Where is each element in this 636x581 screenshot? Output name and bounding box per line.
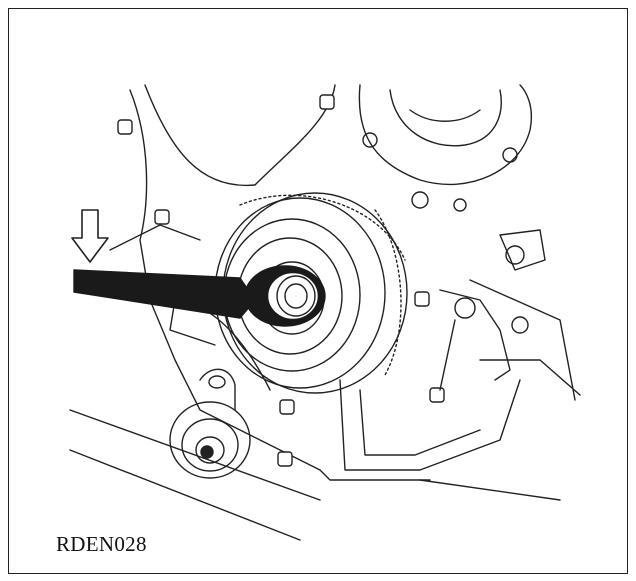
timing-cover xyxy=(109,84,336,471)
water-pump xyxy=(358,84,532,212)
down-arrow-icon xyxy=(71,209,109,263)
cover-bolts xyxy=(117,94,445,467)
oil-pan xyxy=(319,279,581,481)
wrench-icon xyxy=(73,265,326,327)
figure-reference-code: RDEN028 xyxy=(56,532,147,556)
tensioner-bracket xyxy=(439,229,546,391)
ground-lines xyxy=(69,409,561,541)
idler-pulley xyxy=(169,368,251,479)
